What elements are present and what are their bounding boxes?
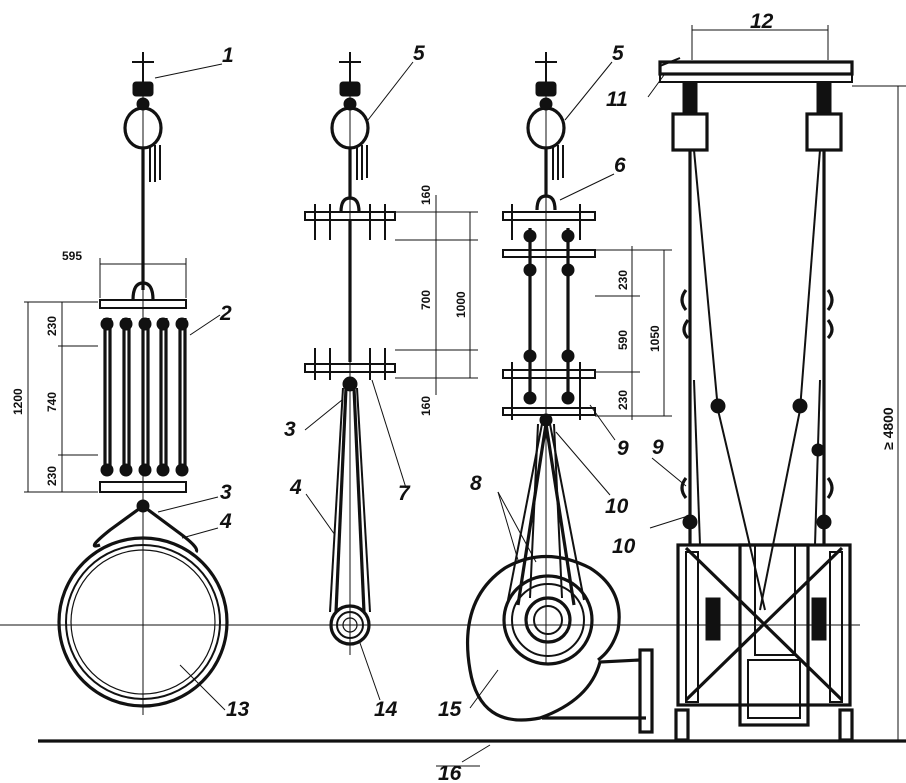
callout-10-left: 10 xyxy=(605,495,629,518)
dim-590-text: 590 xyxy=(616,330,630,350)
callout-11: 11 xyxy=(606,88,628,111)
callout-9-right: 9 xyxy=(652,436,664,459)
sling-traverse xyxy=(99,299,189,493)
callout-3-left: 3 xyxy=(220,481,232,504)
callout-3-middle: 3 xyxy=(284,418,296,441)
dim-230-bottom-text: 230 xyxy=(45,466,59,486)
pipe-section xyxy=(57,536,229,708)
callout-15: 15 xyxy=(438,698,462,721)
callout-4-middle: 4 xyxy=(289,476,302,499)
cable-reel xyxy=(329,604,371,646)
sling-eyes-top xyxy=(100,317,189,331)
dim-595-text: 595 xyxy=(62,249,82,263)
leaders-assembly-2 xyxy=(304,61,414,701)
callout-2: 2 xyxy=(219,302,232,325)
chain-slings-3 xyxy=(523,228,575,405)
sling-legs xyxy=(103,318,187,472)
lower-traverse-3 xyxy=(502,362,596,420)
dim-740-text: 740 xyxy=(45,392,59,412)
callout-4-left: 4 xyxy=(219,510,232,533)
dim-230-top-text: 230 xyxy=(45,316,59,336)
dim-700-text: 700 xyxy=(419,290,433,310)
dim-160-bottom-text: 160 xyxy=(419,396,433,416)
dimension-1200: 1200 230 740 230 xyxy=(11,301,98,493)
gantry-shackles xyxy=(680,289,834,530)
dim-1200-text: 1200 xyxy=(11,388,25,415)
callout-9-left: 9 xyxy=(617,437,629,460)
callout-13: 13 xyxy=(226,698,250,721)
assembly-gantry-lift: ≥ 4800 xyxy=(647,25,906,742)
callout-1: 1 xyxy=(222,44,234,67)
dim-1000-text: 1000 xyxy=(454,291,468,318)
callout-16: 16 xyxy=(438,762,462,783)
lifting-beam xyxy=(658,57,854,83)
equipment-frame xyxy=(674,543,854,742)
assembly-pipe-lift: 595 1200 230 740 230 xyxy=(11,52,229,711)
leaders-assembly-3 xyxy=(469,61,616,709)
assembly-fan-lift: 230 590 1050 230 xyxy=(466,52,672,734)
callout-10-right: 10 xyxy=(612,535,636,558)
lower-traverse-2 xyxy=(304,348,396,380)
dim-230-lower-right-text: 230 xyxy=(616,390,630,410)
upper-traverse-3 xyxy=(502,204,596,258)
fan-housing xyxy=(466,554,654,734)
dim-4800-text: ≥ 4800 xyxy=(880,407,896,450)
dimension-595: 595 xyxy=(62,249,187,298)
callout-5-middle: 5 xyxy=(413,42,425,65)
dimension-12 xyxy=(691,25,829,60)
sling-eyes-bottom xyxy=(100,463,189,477)
leaders-assembly-1 xyxy=(154,63,226,711)
callout-7: 7 xyxy=(398,482,411,505)
dim-160-top-text: 160 xyxy=(419,185,433,205)
dim-1050-text: 1050 xyxy=(648,325,662,352)
dimensions-assembly-3: 230 590 1050 230 xyxy=(595,246,672,420)
beam-hangers xyxy=(671,81,843,152)
leaders-assembly-4 xyxy=(647,74,689,529)
callout-5-right: 5 xyxy=(612,42,624,65)
callout-14: 14 xyxy=(374,698,398,721)
callout-12: 12 xyxy=(750,10,774,33)
callout-6: 6 xyxy=(614,154,626,177)
callout-labels: 1 2 3 4 13 5 3 7 4 14 5 6 9 10 8 15 12 1… xyxy=(219,10,774,783)
gantry-slings xyxy=(688,149,826,611)
assembly-spool-lift: 160 700 1000 160 xyxy=(304,52,478,701)
dimension-4800: ≥ 4800 xyxy=(852,85,906,741)
dimensions-assembly-2: 160 700 1000 160 xyxy=(395,185,478,416)
callout-8: 8 xyxy=(470,472,482,495)
dim-230-upper-right-text: 230 xyxy=(616,270,630,290)
